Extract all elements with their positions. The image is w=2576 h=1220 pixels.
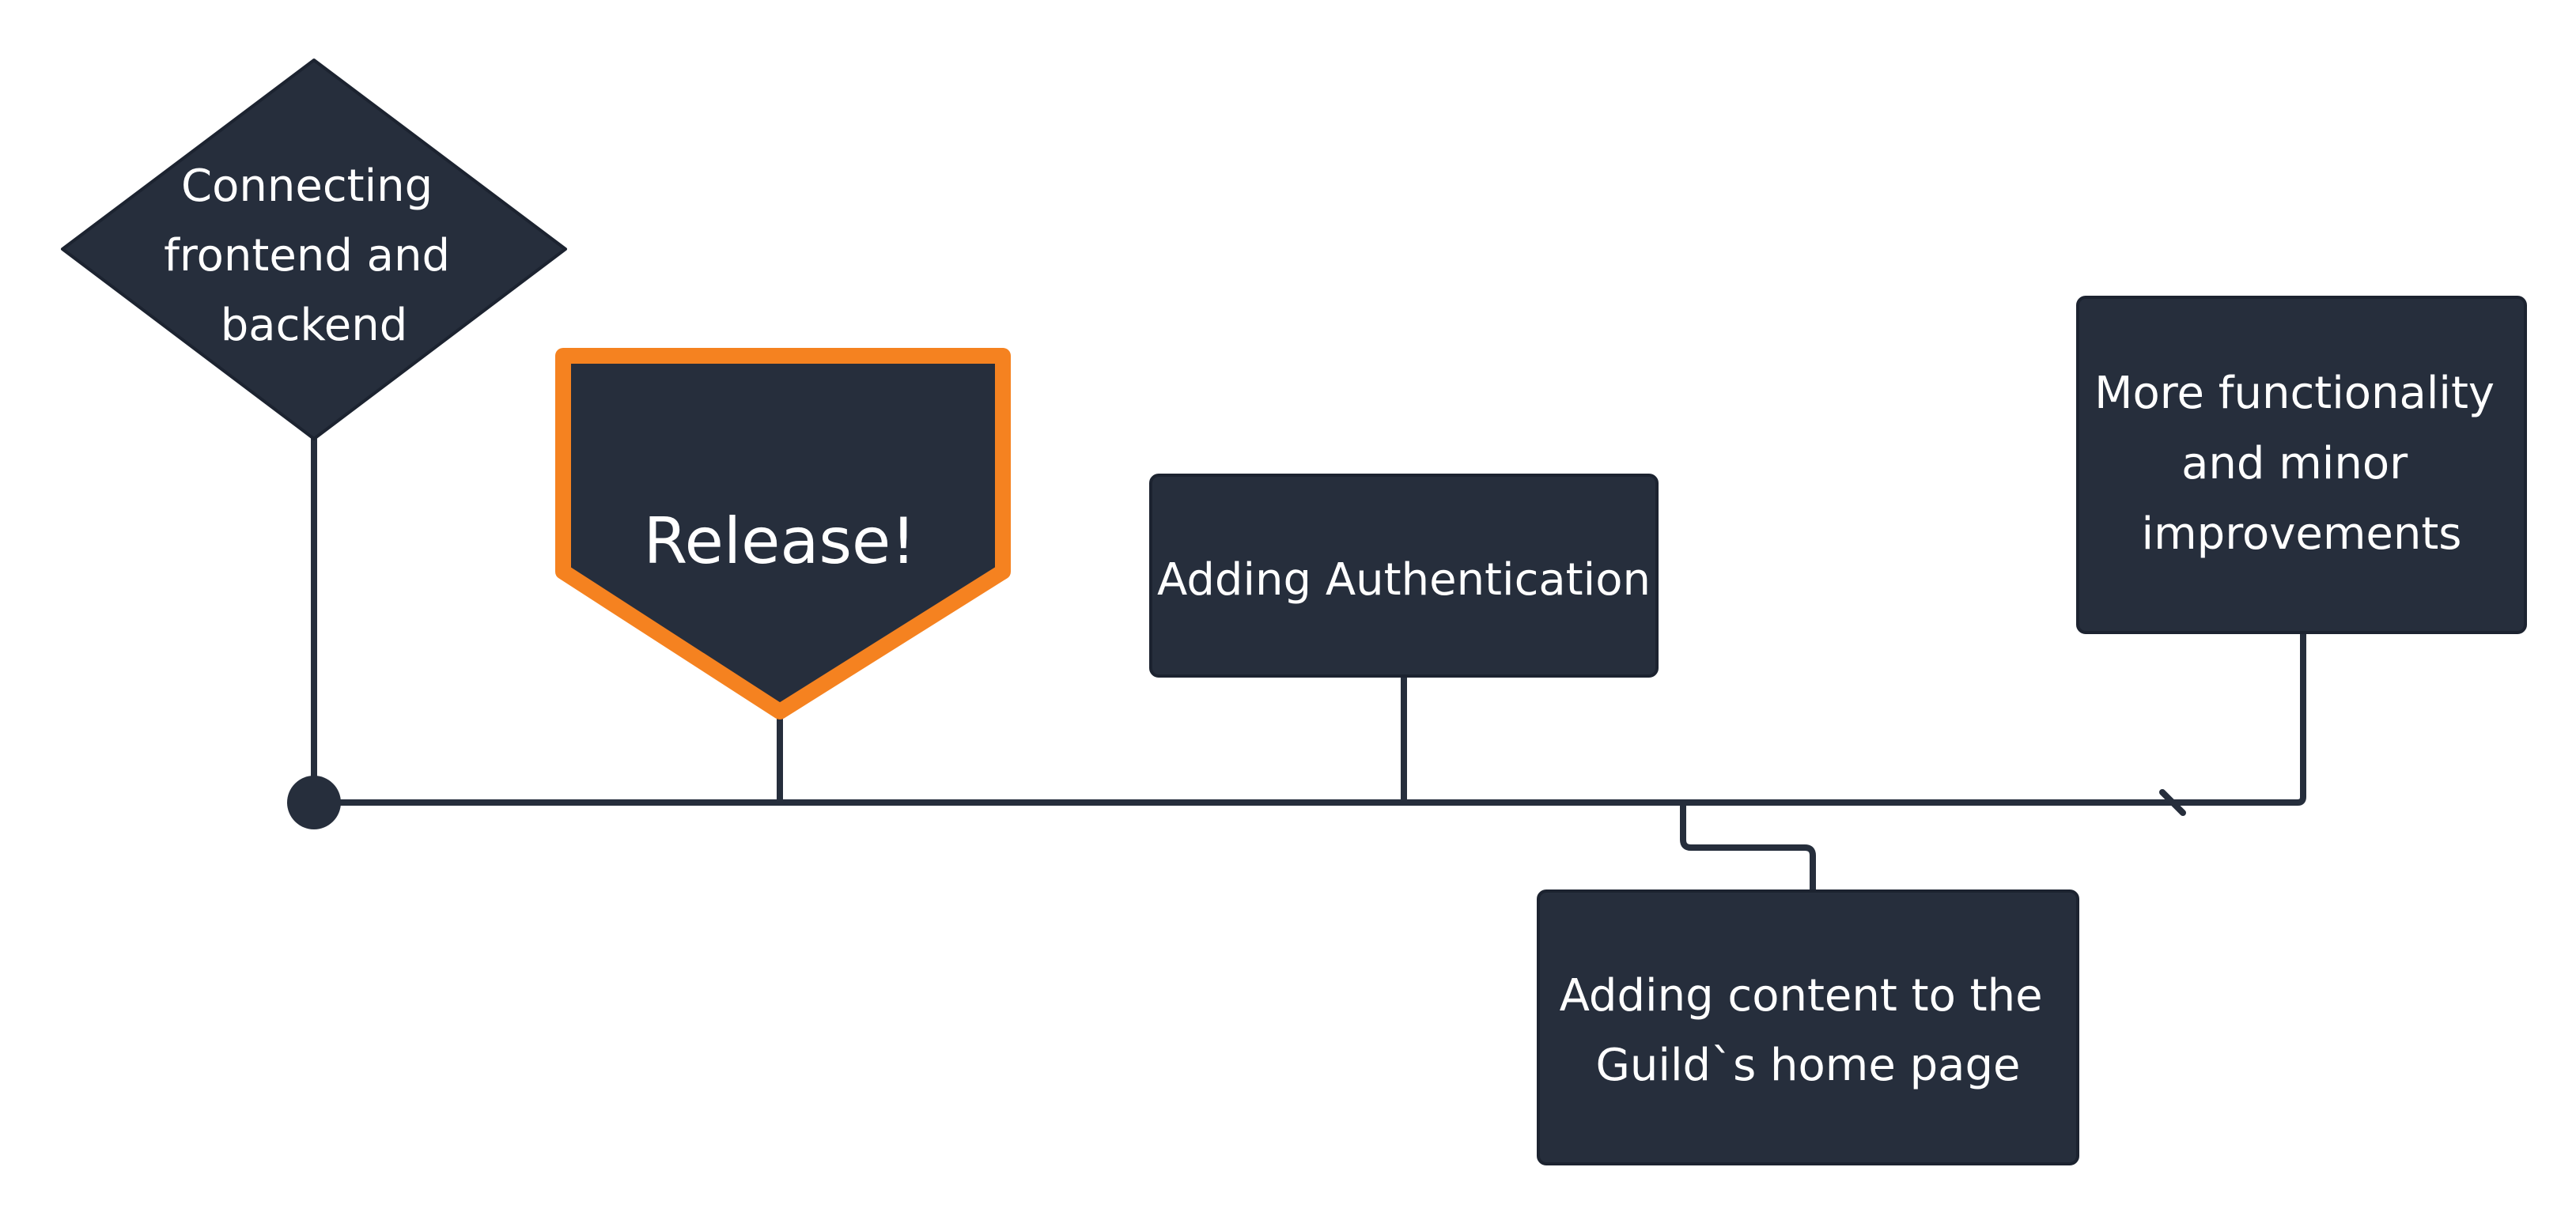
node-label: Adding Authentication: [1157, 554, 1651, 606]
box-shape: [1149, 474, 1659, 678]
label-line: Adding Authentication: [1157, 554, 1651, 606]
node-label: Connecting frontend and backend: [164, 161, 464, 351]
node-adding-content-home-page[interactable]: Adding content to the Guild`s home page: [1537, 890, 2079, 1165]
label-line: frontend and: [164, 230, 450, 281]
label-line: Connecting: [181, 161, 433, 212]
label-line: improvements: [2142, 508, 2462, 560]
node-label: More functionality and minor improvement…: [2094, 368, 2509, 560]
label-line: Guild`s home page: [1596, 1040, 2021, 1091]
box-shape: [1537, 890, 2079, 1165]
box-shape: [2076, 296, 2527, 634]
label-line: and minor: [2181, 438, 2408, 489]
label-line: Release!: [644, 504, 917, 578]
node-release[interactable]: Release!: [555, 348, 1011, 720]
node-connecting-frontend-backend[interactable]: Connecting frontend and backend: [61, 59, 567, 440]
diamond-shape: [61, 59, 567, 440]
label-line: backend: [221, 300, 408, 351]
node-more-functionality[interactable]: More functionality and minor improvement…: [2076, 296, 2527, 634]
label-line: Adding content to the: [1560, 970, 2043, 1022]
node-label: Adding content to the Guild`s home page: [1560, 970, 2057, 1091]
connector-content: [1680, 799, 1816, 894]
tick-mark: [2159, 789, 2186, 816]
label-line: More functionality: [2094, 368, 2495, 419]
timeline-main-line: [311, 629, 2306, 806]
timeline-start-dot: [287, 776, 341, 829]
node-adding-authentication[interactable]: Adding Authentication: [1149, 474, 1659, 678]
pentagon-shape: [555, 348, 1011, 720]
connectors: [287, 436, 2306, 894]
node-label: Release!: [644, 504, 917, 578]
